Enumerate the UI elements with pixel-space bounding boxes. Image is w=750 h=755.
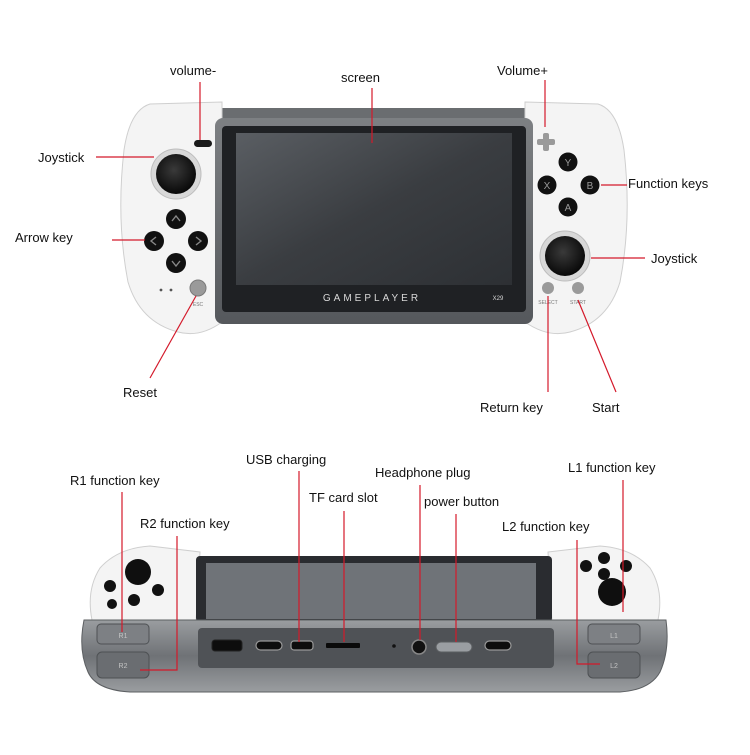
reset-button bbox=[189, 279, 207, 297]
bottom-dpad-button bbox=[107, 599, 117, 609]
tf-card-slot bbox=[326, 643, 360, 648]
power-button bbox=[435, 641, 473, 653]
face-button-a bbox=[558, 197, 578, 217]
bottom-face-button bbox=[598, 568, 610, 580]
label-joystick-left: Joystick bbox=[38, 150, 85, 165]
arrow-down-icon bbox=[171, 260, 181, 268]
leader-start bbox=[577, 299, 617, 393]
brand-text: GAMEPLAYER bbox=[323, 293, 421, 304]
bottom-dpad-button bbox=[104, 580, 116, 592]
r1-text: R1 bbox=[119, 633, 128, 640]
headphone-jack bbox=[411, 639, 427, 655]
bottom-dpad-button bbox=[128, 594, 140, 606]
bottom-dpad-button bbox=[152, 584, 164, 596]
indicator-dot bbox=[169, 288, 173, 292]
label-usb-charging: USB charging bbox=[246, 452, 327, 467]
bottom-left-joystick bbox=[125, 559, 151, 585]
label-power-button: power button bbox=[424, 494, 500, 509]
usb-charging-port bbox=[290, 640, 314, 651]
right-grip bbox=[524, 101, 628, 335]
hdmi-port bbox=[211, 639, 243, 652]
l2-text: L2 bbox=[610, 663, 618, 670]
leader-r2 bbox=[140, 536, 178, 671]
bottom-face-button bbox=[620, 560, 632, 572]
dpad-up bbox=[166, 209, 186, 229]
start-text: START bbox=[570, 300, 586, 306]
label-start: Start bbox=[592, 400, 620, 415]
label-l1-function-key: L1 function key bbox=[568, 460, 656, 475]
face-x-text: X bbox=[544, 181, 551, 192]
label-tf-card-slot: TF card slot bbox=[309, 490, 378, 505]
port-strip bbox=[198, 628, 554, 668]
face-buttons: Y X B A bbox=[537, 152, 600, 217]
label-l2-function-key: L2 function key bbox=[502, 519, 590, 534]
indicator-dot bbox=[159, 288, 163, 292]
l2-button bbox=[587, 651, 641, 679]
console-front-view: GAMEPLAYER X29 ESC Y bbox=[120, 101, 628, 335]
volume-plus-button bbox=[537, 133, 555, 151]
console-bottom-view: R1 R2 L1 L2 bbox=[81, 545, 668, 693]
leader-reset bbox=[149, 295, 197, 379]
esc-text: ESC bbox=[193, 302, 204, 308]
label-return-key: Return key bbox=[480, 400, 543, 415]
screen bbox=[236, 133, 512, 285]
right-joystick bbox=[545, 236, 585, 276]
bottom-right-joystick bbox=[598, 578, 626, 606]
label-joystick-right: Joystick bbox=[651, 251, 698, 266]
label-volume-minus: volume- bbox=[170, 63, 217, 78]
label-r1-function-key: R1 function key bbox=[70, 473, 160, 488]
leader-lines bbox=[96, 80, 645, 671]
arrow-up-icon bbox=[171, 214, 181, 222]
label-arrow-key: Arrow key bbox=[15, 230, 73, 245]
left-joystick bbox=[156, 154, 196, 194]
volume-minus-button bbox=[194, 140, 212, 147]
face-a-text: A bbox=[565, 203, 572, 214]
face-y-text: Y bbox=[565, 158, 572, 169]
arrow-left-icon bbox=[149, 236, 157, 246]
arrow-right-icon bbox=[195, 236, 203, 246]
face-b-text: B bbox=[587, 181, 594, 192]
face-button-x bbox=[537, 175, 557, 195]
label-r2-function-key: R2 function key bbox=[140, 516, 230, 531]
indicator-led bbox=[392, 644, 396, 648]
r2-text: R2 bbox=[119, 663, 128, 670]
leader-l2 bbox=[576, 540, 600, 665]
label-function-keys: Function keys bbox=[628, 176, 709, 191]
face-button-b bbox=[580, 175, 600, 195]
r2-button bbox=[96, 651, 150, 679]
label-reset: Reset bbox=[123, 385, 157, 400]
dpad-left bbox=[144, 231, 164, 251]
dpad-right bbox=[188, 231, 208, 251]
select-button bbox=[542, 282, 554, 294]
l1-button bbox=[587, 623, 641, 645]
r1-button bbox=[96, 623, 150, 645]
label-headphone-plug: Headphone plug bbox=[375, 465, 471, 480]
bottom-face-button bbox=[598, 552, 610, 564]
dpad bbox=[144, 209, 208, 273]
usb-c-port-2 bbox=[484, 640, 512, 651]
face-button-y bbox=[558, 152, 578, 172]
bottom-screen bbox=[206, 563, 536, 619]
usb-c-port bbox=[255, 640, 283, 651]
dpad-down bbox=[166, 253, 186, 273]
l1-text: L1 bbox=[610, 633, 618, 640]
start-button bbox=[572, 282, 584, 294]
model-text: X29 bbox=[493, 296, 504, 302]
label-screen: screen bbox=[341, 70, 381, 85]
bottom-face-button bbox=[580, 560, 592, 572]
label-volume-plus: Volume+ bbox=[497, 63, 548, 78]
